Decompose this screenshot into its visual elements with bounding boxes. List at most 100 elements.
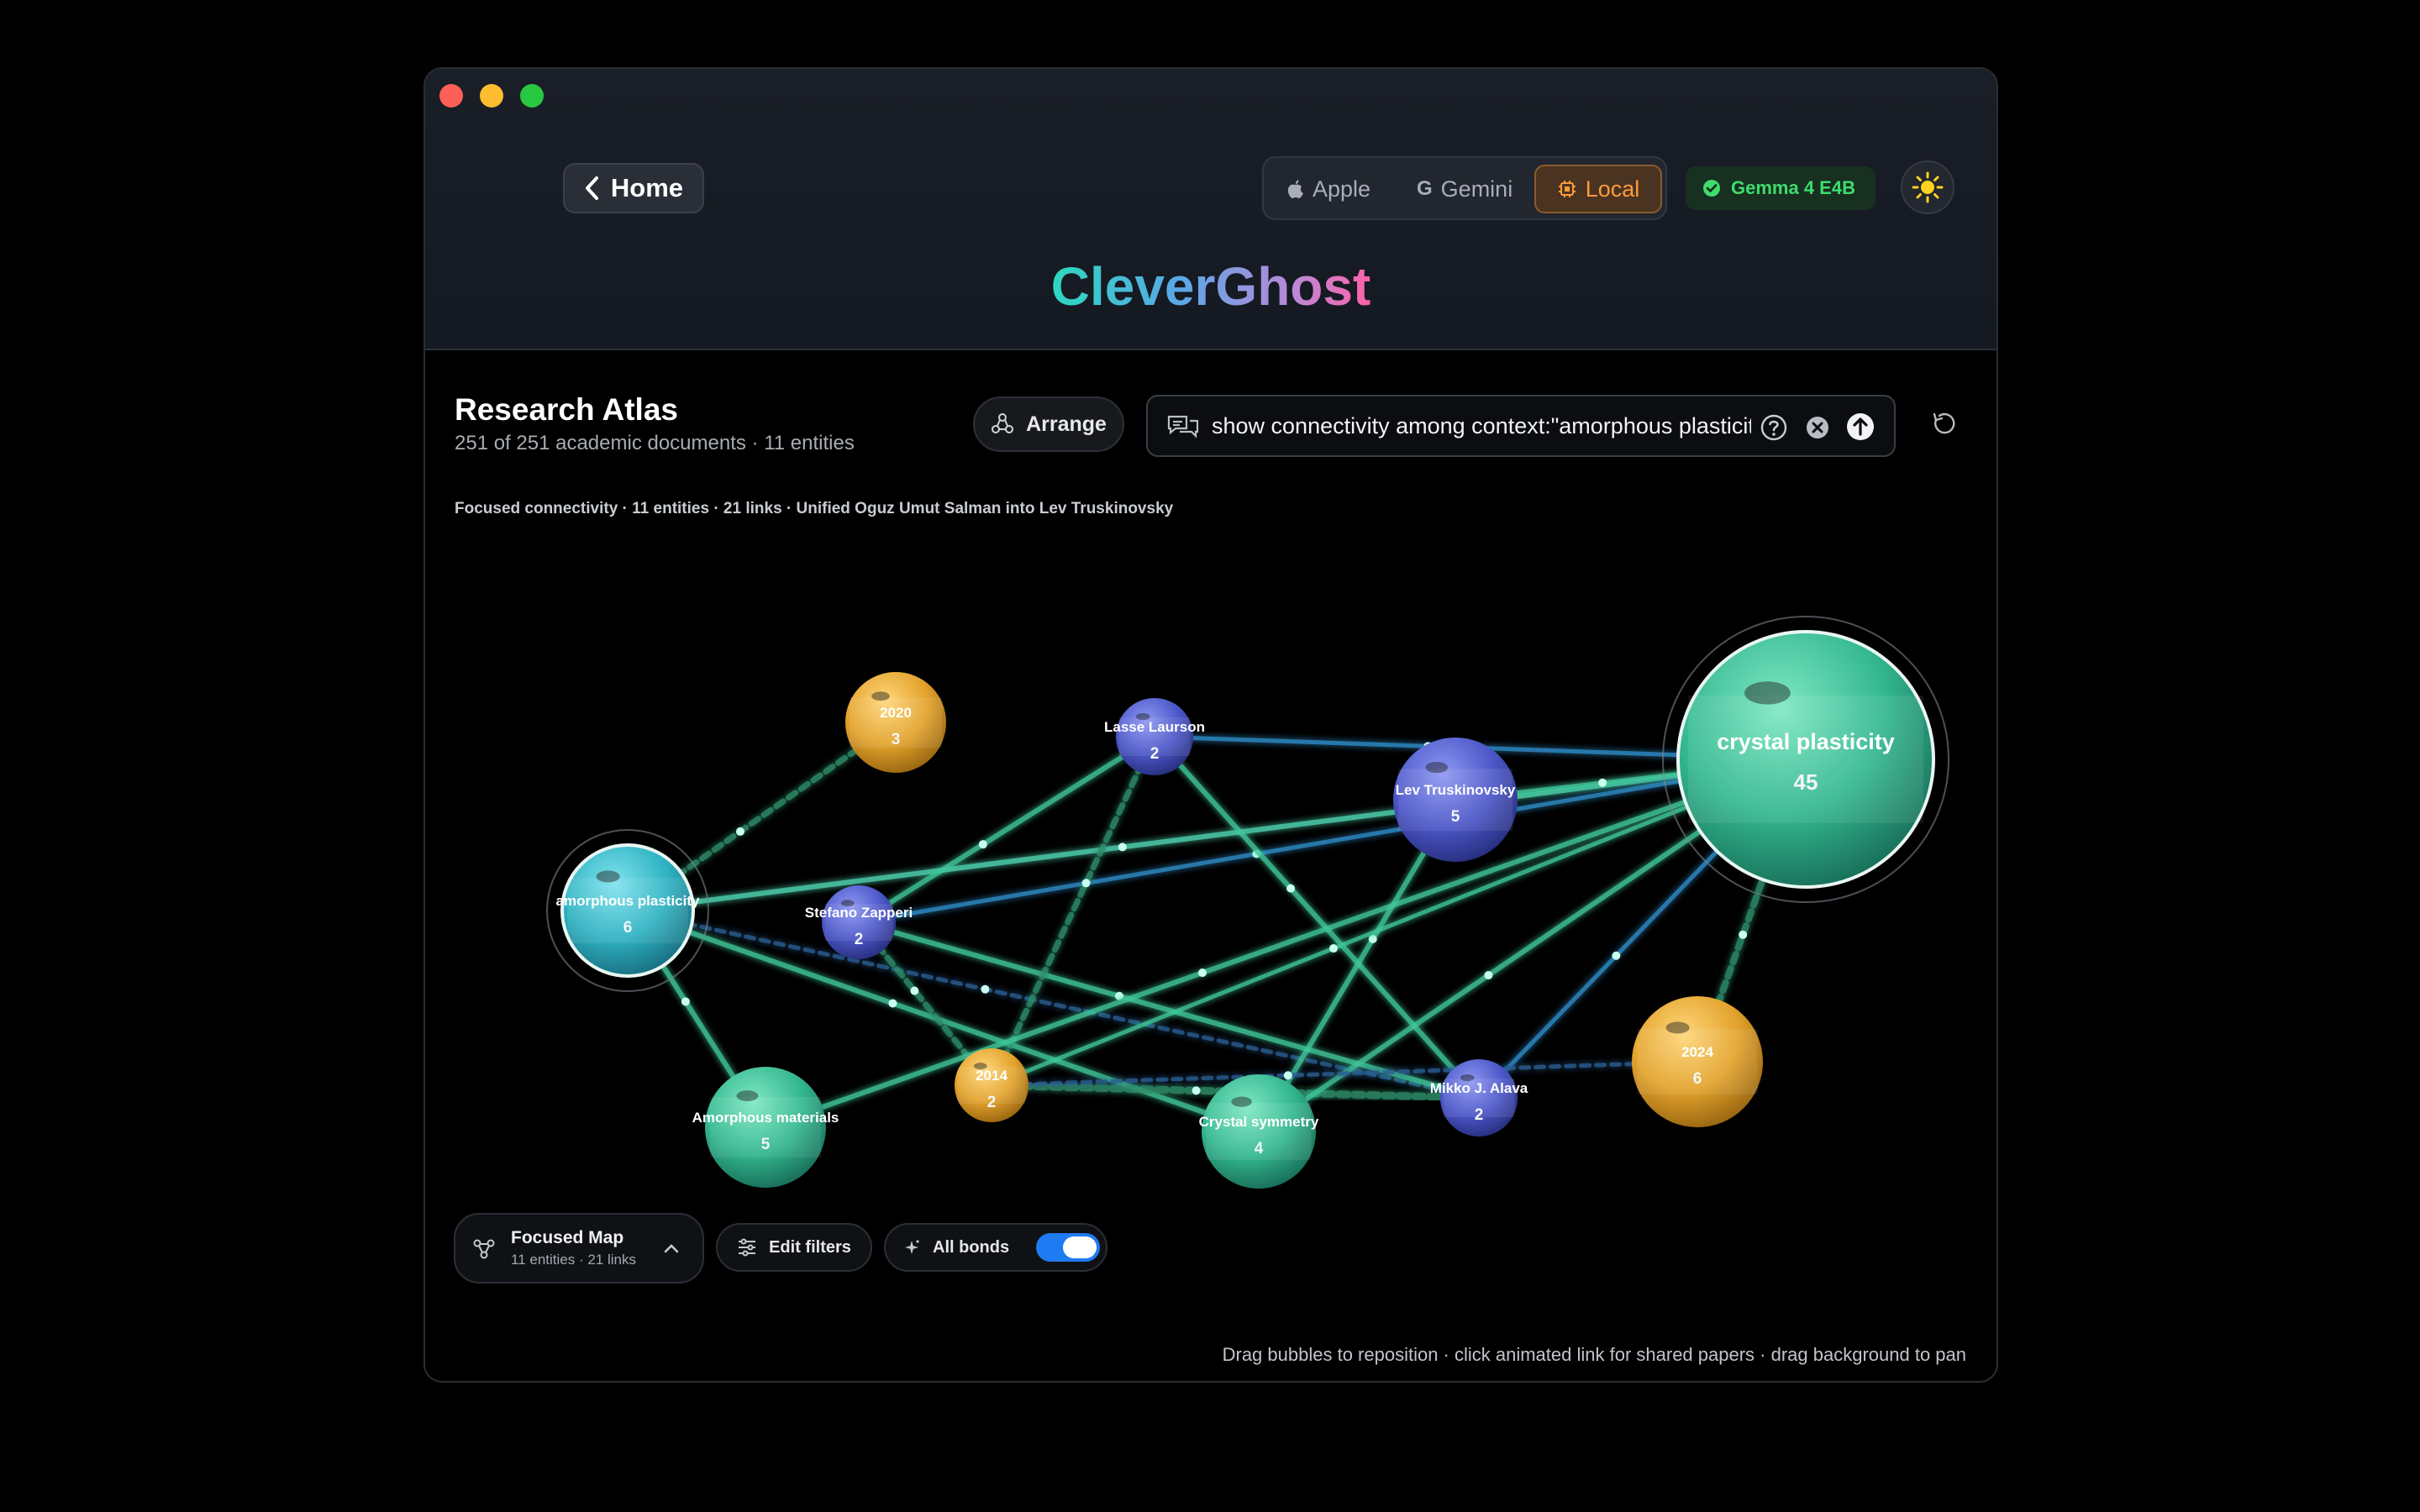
graph-link-materials-crystal[interactable]	[763, 757, 1808, 1130]
node-gloss	[709, 1097, 822, 1158]
node-gloss	[1688, 696, 1923, 823]
node-bubble[interactable]	[845, 672, 946, 773]
minimize-window-button[interactable]	[480, 84, 503, 108]
node-highlight	[1231, 1096, 1252, 1107]
focus-ring	[1662, 616, 1949, 903]
graph-node-amorph[interactable]: amorphous plasticity 6	[546, 829, 709, 992]
node-bubble[interactable]	[955, 1048, 1028, 1122]
focused-map-selector[interactable]: Focused Map 11 entities · 21 links	[454, 1213, 704, 1284]
link-pulse-dot	[978, 840, 987, 849]
node-label: 2014	[976, 1068, 1007, 1084]
provider-gemini[interactable]: G Gemini	[1402, 165, 1528, 213]
clear-icon[interactable]	[1803, 413, 1832, 442]
link-pulse-dot	[1739, 930, 1748, 939]
theme-toggle-button[interactable]	[1901, 160, 1954, 214]
node-count: 3	[892, 731, 901, 748]
graph-link-lasse-mikko[interactable]	[1152, 734, 1481, 1100]
graph-link-stefano-crystal[interactable]	[856, 757, 1808, 925]
query-text[interactable]: show connectivity among context:"amorpho…	[1212, 413, 1751, 438]
node-label: Crystal symmetry	[1199, 1114, 1319, 1130]
graph-link-amorph-mikko[interactable]	[625, 908, 1481, 1100]
chevron-left-icon	[585, 176, 598, 200]
node-bubble[interactable]	[822, 885, 896, 959]
zoom-window-button[interactable]	[520, 84, 544, 108]
arrange-button[interactable]: Arrange	[973, 396, 1124, 452]
node-count: 2	[987, 1094, 997, 1111]
node-highlight	[1665, 1021, 1690, 1034]
node-bubble[interactable]	[705, 1067, 826, 1188]
g-icon: G	[1417, 177, 1433, 200]
node-label: amorphous plasticity	[556, 893, 701, 909]
link-pulse-dot	[1283, 1071, 1292, 1080]
node-gloss	[1118, 717, 1191, 756]
brand-title: CleverGhost	[1050, 256, 1371, 317]
reset-icon[interactable]	[1929, 410, 1958, 438]
node-bubble[interactable]	[1440, 1059, 1518, 1137]
provider-local-label: Local	[1585, 176, 1640, 202]
submit-arrow-icon[interactable]	[1845, 412, 1876, 442]
app-window: Home Apple G Gemini Local Gemma 4 E4B	[424, 67, 1998, 1383]
node-bubble[interactable]	[560, 843, 695, 978]
node-count: 45	[1794, 769, 1818, 795]
link-pulse-dot	[1612, 951, 1621, 960]
interaction-hint: Drag bubbles to reposition · click anima…	[1222, 1344, 1966, 1365]
node-count: 2	[1150, 745, 1160, 763]
node-label: Amorphous materials	[692, 1110, 839, 1126]
node-bubble[interactable]	[1393, 738, 1518, 862]
node-bubble[interactable]	[1116, 698, 1193, 775]
node-label: Stefano Zapperi	[805, 905, 913, 921]
graph-node-n2014[interactable]: 2014 2	[955, 1048, 1028, 1122]
graph-link-stefano-mikko[interactable]	[856, 920, 1481, 1100]
home-button[interactable]: Home	[563, 163, 704, 213]
link-pulse-dot	[1197, 969, 1207, 978]
provider-local[interactable]: Local	[1534, 165, 1662, 213]
node-bubble[interactable]	[1632, 996, 1763, 1127]
home-label: Home	[610, 173, 684, 202]
node-highlight	[736, 1090, 759, 1102]
graph-link-n2014-n2024[interactable]	[989, 1059, 1700, 1088]
node-bubble[interactable]	[1676, 630, 1935, 889]
arrange-label: Arrange	[1026, 412, 1107, 436]
node-label: Mikko J. Alava	[1430, 1080, 1528, 1096]
graph-node-mikko[interactable]: Mikko J. Alava 2	[1430, 1059, 1528, 1137]
node-bubble[interactable]	[1202, 1074, 1316, 1189]
node-count: 6	[623, 919, 633, 937]
link-pulse-dot	[735, 827, 744, 836]
graph-link-amorph-crystal[interactable]	[625, 757, 1808, 913]
focused-map-title: Focused Map	[511, 1228, 624, 1247]
model-status-badge[interactable]: Gemma 4 E4B	[1686, 166, 1876, 210]
graph-link-stefano-lasse[interactable]	[856, 734, 1157, 925]
graph-link-amorph-symmetry[interactable]	[625, 908, 1261, 1134]
node-gloss	[567, 878, 688, 943]
graph-link-lasse-n2014[interactable]	[988, 733, 1158, 1089]
edit-filters-button[interactable]: Edit filters	[716, 1223, 872, 1272]
all-bonds-control: All bonds	[884, 1223, 1107, 1272]
provider-apple[interactable]: Apple	[1270, 165, 1386, 213]
focused-map-subtitle: 11 entities · 21 links	[511, 1252, 636, 1268]
all-bonds-toggle[interactable]	[1036, 1233, 1101, 1262]
chat-bubbles-icon	[1167, 415, 1199, 438]
provider-selector: Apple G Gemini Local	[1262, 156, 1667, 220]
node-count: 2	[1475, 1106, 1484, 1124]
graph-link-n2014-crystal[interactable]	[989, 757, 1808, 1088]
sun-icon	[1912, 171, 1944, 203]
query-input[interactable]: show connectivity among context:"amorpho…	[1146, 395, 1896, 457]
check-circle-icon	[1703, 180, 1720, 197]
node-count: 5	[1451, 808, 1460, 826]
arrange-icon	[992, 413, 1014, 433]
close-window-button[interactable]	[439, 84, 463, 108]
title-bar: Home Apple G Gemini Local Gemma 4 E4B	[425, 69, 1996, 350]
help-icon[interactable]	[1760, 413, 1788, 442]
link-pulse-dot	[910, 986, 919, 995]
graph-links[interactable]	[624, 719, 1809, 1134]
